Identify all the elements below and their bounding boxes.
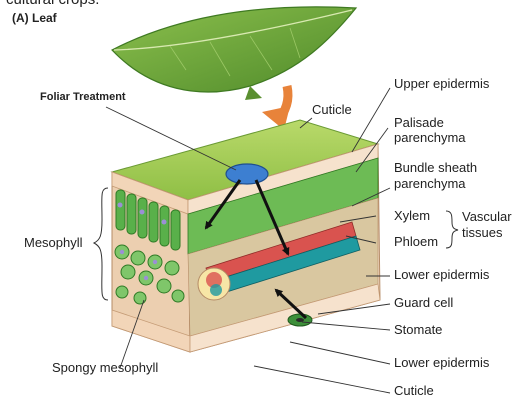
top-caption-text: cultural crops. bbox=[6, 0, 99, 8]
leaf-illustration bbox=[112, 7, 356, 100]
label-stomate: Stomate bbox=[394, 322, 442, 337]
label-bundle-sheath-line2: parenchyma bbox=[394, 176, 466, 191]
label-lower-epidermis-2: Lower epidermis bbox=[394, 355, 490, 370]
label-vascular-line2: tissues bbox=[462, 225, 503, 240]
label-vascular-line1: Vascular bbox=[462, 209, 512, 224]
label-bundle-sheath-line1: Bundle sheath bbox=[394, 160, 477, 175]
treatment-spot bbox=[226, 164, 268, 184]
vascular-brace bbox=[446, 211, 458, 248]
panel-label: (A) Leaf bbox=[12, 11, 58, 25]
stomate-shape bbox=[288, 314, 312, 326]
curved-arrow-icon bbox=[262, 86, 290, 130]
leaf-block bbox=[112, 120, 380, 352]
label-palisade-line1: Palisade bbox=[394, 115, 444, 130]
label-xylem: Xylem bbox=[394, 208, 430, 223]
label-cuticle-bottom: Cuticle bbox=[394, 383, 434, 398]
label-palisade-line2: parenchyma bbox=[394, 130, 466, 145]
label-phloem: Phloem bbox=[394, 234, 438, 249]
label-mesophyll: Mesophyll bbox=[24, 235, 83, 250]
label-lower-epidermis-1: Lower epidermis bbox=[394, 267, 490, 282]
label-spongy-mesophyll: Spongy mesophyll bbox=[52, 360, 158, 375]
mesophyll-brace bbox=[94, 188, 108, 300]
label-upper-epidermis: Upper epidermis bbox=[394, 76, 490, 91]
label-foliar-treatment: Foliar Treatment bbox=[40, 91, 126, 103]
label-guard-cell: Guard cell bbox=[394, 295, 453, 310]
label-cuticle-top: Cuticle bbox=[312, 102, 352, 117]
